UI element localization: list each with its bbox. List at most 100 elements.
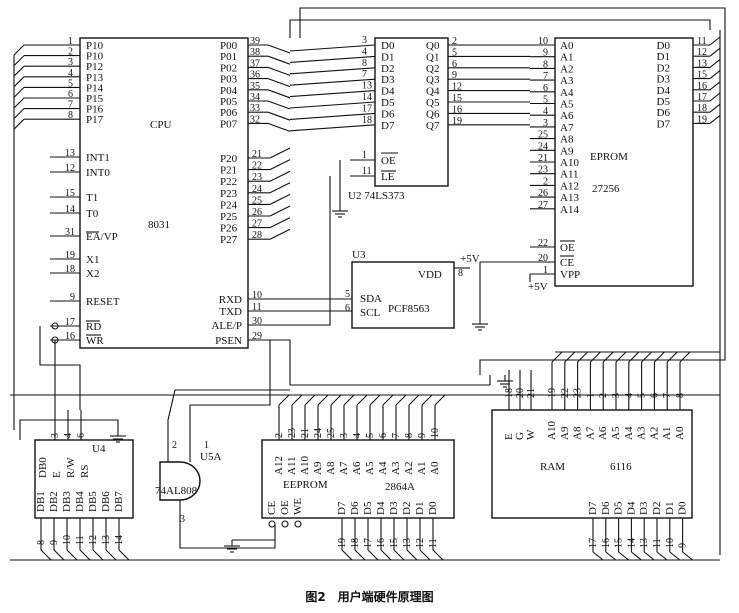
cpu-left-ctrl-num: 13 — [65, 148, 75, 159]
eprom-a-num: 5 — [543, 95, 548, 106]
rtc-sda-num: 5 — [345, 289, 350, 300]
ram-bus-entry — [615, 351, 627, 363]
eeprom-top-label: A8 — [325, 461, 337, 475]
eeprom-bottom-num: 16 — [376, 538, 387, 548]
ram-top-num: 1 — [585, 393, 596, 398]
latch-le-num: 11 — [362, 166, 372, 177]
eeprom-bottom-num: 15 — [389, 538, 400, 548]
cpu-p0-label: P02 — [220, 62, 237, 74]
eeprom-part: 2864A — [385, 481, 415, 493]
eprom-a-label: A5 — [560, 99, 574, 111]
cpu-left-pin-label: P17 — [86, 114, 104, 126]
eeprom-top-num: 8 — [404, 433, 415, 438]
eeprom-bottom-label: D2 — [401, 502, 413, 515]
eprom-a-num: 26 — [538, 188, 548, 199]
lcd-bus-entry — [53, 549, 65, 561]
cpu-ctrl-label: RXD — [219, 294, 242, 306]
ram-data-entry — [631, 551, 642, 561]
cpu-left-ctrl-label: X2 — [86, 268, 99, 280]
cpu-p2-num: 27 — [252, 219, 262, 230]
eeprom-bottom-num: 18 — [350, 538, 361, 548]
eprom-a-num: 7 — [543, 71, 548, 82]
eeprom-bus-entry — [330, 394, 342, 406]
eeprom-bottom-num: 12 — [415, 538, 426, 548]
p2-bus-entry — [269, 170, 291, 182]
eeprom-data-entry — [354, 549, 366, 561]
cpu-p0-num: 35 — [250, 81, 260, 92]
cpu-left-ctrl-num: 19 — [65, 250, 75, 261]
cpu-p2-label: P25 — [220, 211, 238, 223]
latch-d-num: 4 — [362, 46, 367, 57]
cpu-p0-num: 38 — [250, 47, 260, 58]
latch-q-num: 9 — [452, 70, 457, 81]
lcd-ref: U4 — [92, 443, 106, 455]
cpu-p0-num: 34 — [250, 92, 260, 103]
cpu-p2-num: 28 — [252, 230, 262, 241]
gate-in-a — [167, 389, 290, 462]
ram-bottom-label: D0 — [677, 501, 689, 515]
eeprom-data-entry — [406, 549, 418, 561]
ram-top-num: 6 — [649, 393, 660, 398]
cpu-left-pin-label: P14 — [86, 82, 104, 94]
lcd-bus-entry — [92, 549, 104, 561]
cpu-left-ctrl-num: 15 — [65, 188, 75, 199]
cpu-left-ctrl-label: X1 — [86, 254, 99, 266]
ram-bottom-num: 9 — [678, 543, 689, 548]
cpu-left-ctrl-label: RD — [86, 321, 101, 333]
eeprom-bottom-label: D0 — [427, 501, 439, 515]
eprom-a-label: A7 — [560, 122, 574, 134]
ram-top-num: 5 — [637, 393, 648, 398]
eprom-a-label: A11 — [560, 169, 579, 181]
eeprom-ce-bubble — [268, 520, 276, 528]
top-loop-wire — [299, 7, 726, 375]
rtc-vdd-label: VDD — [418, 269, 442, 281]
ram-bus-entry — [679, 351, 691, 363]
ram-bus-entry — [654, 351, 665, 363]
cpu-ctrl-label: ALE/P — [211, 320, 242, 332]
eprom-ctrl-label: VPP — [560, 269, 580, 281]
ram-top-label: A0 — [674, 426, 686, 440]
cpu-left-ctrl-num: 12 — [65, 163, 75, 174]
eprom-d-label: D4 — [657, 85, 671, 97]
eprom-a-label: A13 — [560, 192, 579, 204]
cpu-left-ctrl-num: 18 — [65, 264, 75, 275]
ram-top-num: 2 — [598, 393, 609, 398]
eeprom-bottom-label: D1 — [414, 502, 426, 515]
p0-bus-entry — [267, 55, 291, 65]
ram-bus-entry — [602, 351, 614, 363]
cpu-p2-label: P20 — [220, 153, 238, 165]
p2-bus-entry — [269, 159, 291, 171]
p2-bus-entry — [269, 147, 291, 159]
p0-bus-entry — [267, 89, 291, 99]
latch-d-line — [289, 124, 376, 132]
ram-data-entry — [682, 551, 693, 561]
eprom-a-num: 4 — [543, 106, 548, 117]
cpu-left-pin-num: 7 — [68, 100, 73, 111]
eprom-a-label: A0 — [560, 40, 574, 52]
rtc-scl-label: SCL — [360, 307, 380, 319]
cpu-box — [79, 37, 249, 349]
eeprom-top-num: 3 — [339, 433, 350, 438]
cpu-left-ctrl-num: 17 — [65, 317, 75, 328]
eeprom-bus-entry — [395, 394, 407, 406]
ram-bus-entry — [577, 351, 588, 363]
cpu-left-ctrl-label: WR — [86, 335, 104, 347]
cpu-p0-num: 36 — [250, 70, 260, 81]
ram-top-num: 4 — [624, 393, 635, 398]
eprom-d-bus-entry — [709, 92, 721, 102]
eprom-d-num: 11 — [697, 36, 707, 47]
eprom-a-num: 25 — [538, 130, 548, 141]
eeprom-bus-entry — [356, 394, 368, 406]
latch-d-label: D0 — [381, 40, 395, 52]
ram-top-label: A7 — [584, 426, 596, 440]
eprom-ctrl-num: 22 — [538, 238, 548, 249]
eprom-a-num: 8 — [543, 59, 548, 70]
cpu-ctrl-num: 30 — [252, 316, 262, 327]
cpu-left-bus-entry — [13, 76, 25, 88]
latch-d-label: D1 — [381, 51, 394, 63]
ram-data-entry — [592, 551, 604, 561]
ram-top-num: 22 — [560, 388, 571, 398]
lcd-gnd-wire — [19, 419, 119, 440]
cpu-p2-label: P27 — [220, 234, 238, 246]
eprom-d-num: 15 — [697, 70, 707, 81]
